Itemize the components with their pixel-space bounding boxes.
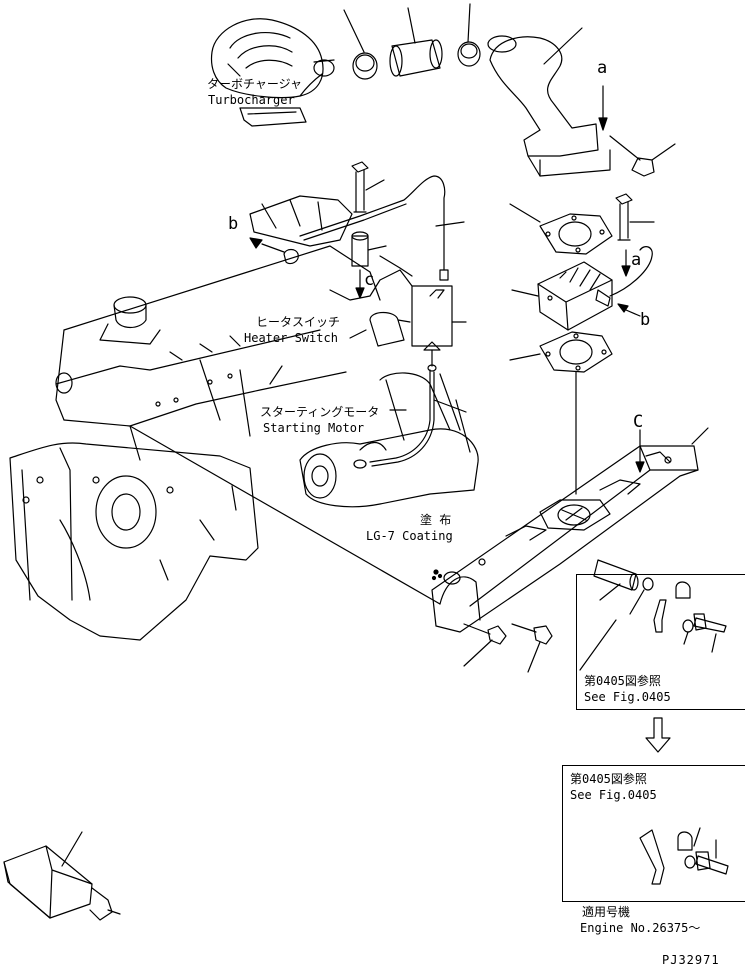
leader-line	[350, 330, 366, 338]
drawing-number: PJ32971	[662, 953, 720, 967]
reference-box-1	[576, 574, 745, 710]
arrow-head	[599, 118, 607, 130]
leader-line	[580, 620, 616, 670]
connector-pipe-part	[390, 8, 442, 76]
bolt-part	[610, 136, 675, 176]
bolt-part	[616, 194, 654, 240]
heater-switch-label-jp: ヒータスイッチ	[256, 315, 341, 329]
heater-switch-label-en: Heater Switch	[244, 331, 338, 345]
starting-motor-label-jp: スターティングモータ	[260, 405, 380, 419]
callout-c-mid: c	[364, 270, 375, 290]
callout-b-left: b	[228, 214, 239, 234]
arrow-b-right	[626, 310, 640, 316]
turbocharger-part	[212, 19, 334, 126]
engine-detail	[380, 256, 412, 276]
heater-cable-part	[300, 176, 464, 280]
gasket-part	[510, 204, 612, 254]
starter-cable-part	[354, 365, 436, 468]
arrow-head	[622, 266, 630, 276]
ref-box-2-en: See Fig.0405	[570, 788, 657, 802]
coating-label-jp: 塗 布	[420, 513, 452, 527]
engine-detail	[330, 270, 412, 300]
intake-manifold-part	[432, 428, 708, 632]
starting-motor-label-en: Starting Motor	[263, 421, 365, 435]
bolt-part	[512, 624, 552, 672]
turbocharger-label-jp: ターボチャージャ	[207, 77, 303, 91]
turbocharger-label-en: Turbocharger	[208, 93, 295, 107]
heater-switch-part	[370, 286, 466, 366]
down-arrow	[646, 718, 670, 752]
arrow-head	[356, 288, 364, 298]
arrow-b-left	[262, 244, 284, 252]
callout-c-right: C	[633, 412, 644, 432]
arrow-head	[250, 238, 262, 248]
reference-box-2	[562, 765, 745, 902]
arrow-head	[618, 304, 628, 312]
hose-clamp-part	[344, 10, 377, 79]
applicability-jp: 適用号機	[582, 905, 631, 919]
bracket-part	[654, 582, 726, 652]
callout-a-top: a	[597, 58, 608, 78]
callout-a-mid: a	[631, 250, 642, 270]
bolt-part	[464, 624, 506, 666]
elbow-pipe-part	[488, 28, 610, 176]
ref-box-2-jp: 第0405図参照	[570, 772, 647, 786]
ref-box-1-en: See Fig.0405	[584, 690, 671, 704]
pipe-end-part	[4, 832, 120, 920]
heater-part	[512, 247, 652, 330]
callout-b-right: b	[640, 310, 651, 330]
sealant-dot	[433, 570, 442, 580]
coating-label-en: LG-7 Coating	[366, 529, 453, 543]
washer-part	[630, 578, 653, 614]
fitting-part	[284, 250, 298, 264]
engine-block	[10, 196, 440, 640]
starting-motor-part	[300, 373, 478, 507]
gasket-part	[510, 332, 612, 494]
hose-clamp-part	[458, 4, 480, 66]
bolt-part	[352, 162, 384, 212]
spacer-part	[352, 232, 386, 266]
applicability-en: Engine No.26375～	[580, 921, 701, 935]
leader-line	[228, 64, 240, 76]
bracket-part	[640, 828, 728, 884]
ref-box-1-jp: 第0405図参照	[584, 674, 661, 688]
